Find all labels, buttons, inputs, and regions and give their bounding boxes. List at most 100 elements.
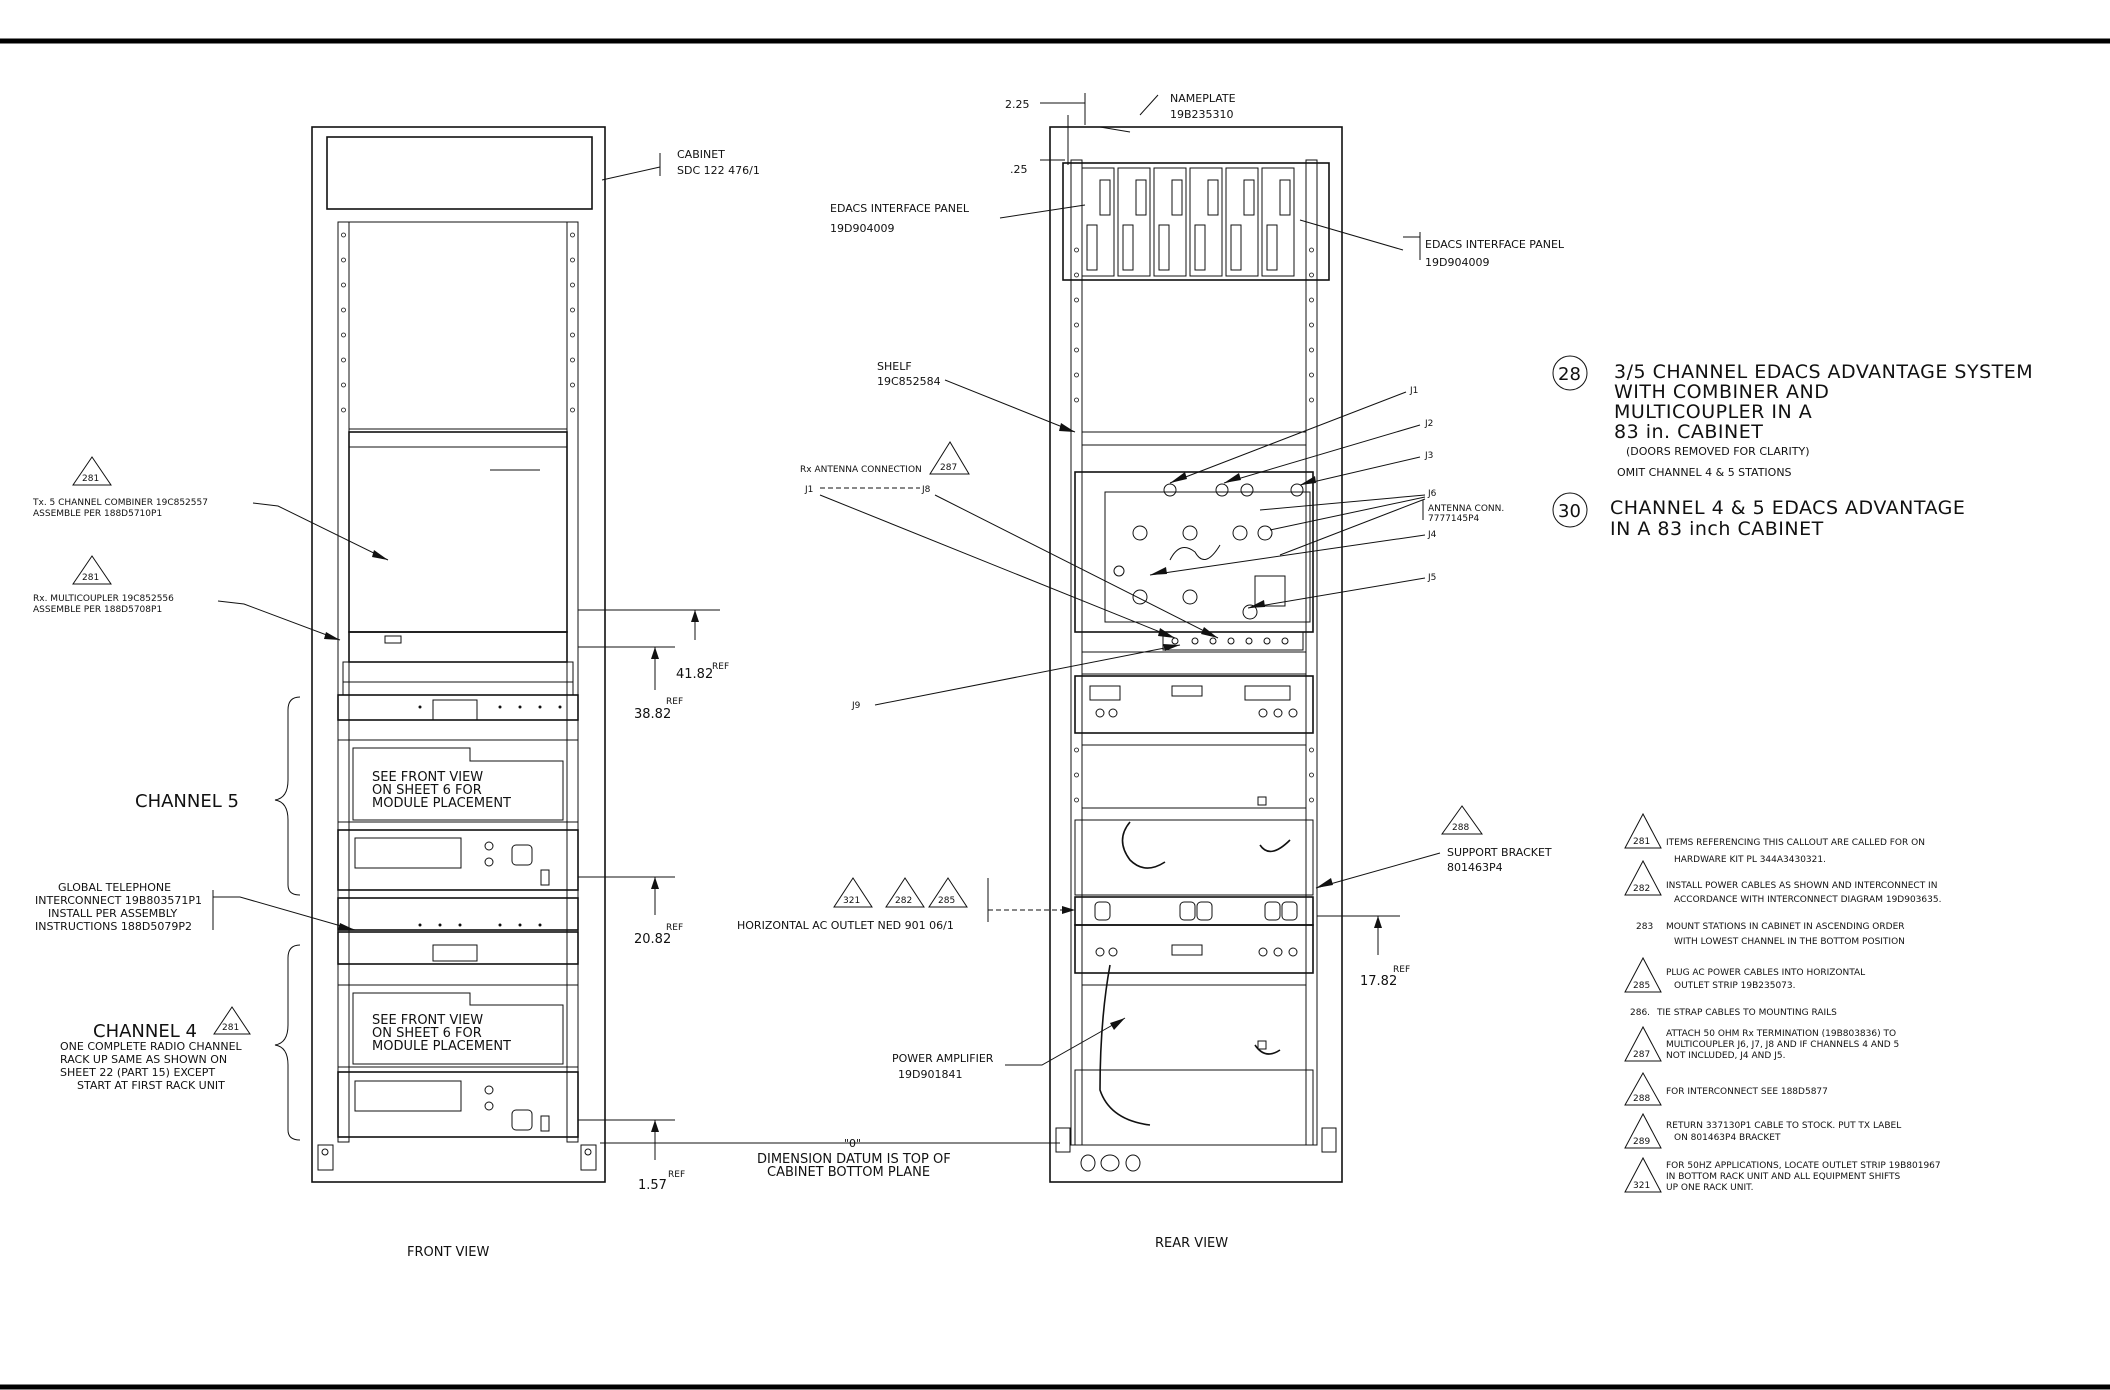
item28-l1: 3/5 CHANNEL EDACS ADVANTAGE SYSTEM: [1614, 361, 2033, 383]
callout-281-text-3: 281: [222, 1023, 239, 1033]
callout-321-text: 321: [843, 896, 860, 906]
item30-l1: CHANNEL 4 & 5 EDACS ADVANTAGE: [1610, 497, 1965, 519]
rear-rail-right: [1305, 159, 1318, 1146]
outlet-label: HORIZONTAL AC OUTLET NED 901 06/1: [737, 919, 954, 932]
note-288-l1: FOR INTERCONNECT SEE 188D5877: [1666, 1087, 1828, 1097]
item28-circle: [1552, 355, 1588, 391]
dim-1782-ref: REF: [1393, 965, 1410, 975]
front-ch4-note-box: [352, 992, 564, 1065]
front-ch5-shelf: [337, 694, 579, 721]
rear-view-title: REAR VIEW: [1155, 1236, 1228, 1251]
callout-287-triangle: [929, 441, 970, 475]
multicoupler-label: Rx. MULTICOUPLER 19C852556: [33, 594, 174, 604]
note-321-l1: FOR 50HZ APPLICATIONS, LOCATE OUTLET STR…: [1666, 1161, 1941, 1171]
note-289-num: 289: [1633, 1137, 1650, 1147]
dim-157: 1.57: [638, 1178, 667, 1193]
shelf-part: 19C852584: [877, 375, 941, 388]
channel5-brace: [274, 696, 301, 896]
front-ch5-lcd: [354, 837, 462, 869]
front-ch5-dots: [418, 705, 562, 709]
rear-antenna-strip: [1162, 631, 1304, 651]
dim-157-ref: REF: [668, 1170, 685, 1180]
dim-25: .25: [1010, 163, 1028, 176]
note-282-l2: ACCORDANCE WITH INTERCONNECT DIAGRAM 19D…: [1674, 895, 1941, 905]
callout-321-triangle: [833, 877, 873, 908]
note-286-num: 286.: [1630, 1008, 1650, 1018]
rear-foot-right: [1321, 1127, 1337, 1153]
notes: 281 ITEMS REFERENCING THIS CALLOUT ARE C…: [1624, 812, 1941, 1193]
note-321-l3: UP ONE RACK UNIT.: [1666, 1183, 1753, 1193]
global-tel-2: INTERCONNECT 19B803571P1: [35, 894, 202, 907]
note-288-num: 288: [1633, 1094, 1650, 1104]
note-287-l3: NOT INCLUDED, J4 AND J5.: [1666, 1051, 1785, 1061]
channel4-label: CHANNEL 4: [93, 1021, 197, 1042]
ch4-note-1: ONE COMPLETE RADIO CHANNEL: [60, 1040, 243, 1053]
note-321-l2: IN BOTTOM RACK UNIT AND ALL EQUIPMENT SH…: [1666, 1172, 1901, 1182]
note-321-num: 321: [1633, 1181, 1650, 1191]
note-287-l1: ATTACH 50 OHM Rx TERMINATION (19B803836)…: [1666, 1029, 1896, 1039]
global-tel-4: INSTRUCTIONS 188D5079P2: [35, 920, 192, 933]
dim-225: 2.25: [1005, 98, 1030, 111]
combiner-assemble: ASSEMBLE PER 188D5710P1: [33, 509, 162, 519]
item28-l5: (DOORS REMOVED FOR CLARITY): [1626, 445, 1810, 458]
front-ch4-shelf: [337, 931, 579, 965]
edacs-left-label: EDACS INTERFACE PANEL: [830, 202, 970, 215]
rear-ch4-unit: [1074, 924, 1314, 974]
item30-num: 30: [1558, 501, 1581, 522]
item28-num: 28: [1558, 364, 1581, 385]
note-283-l2: WITH LOWEST CHANNEL IN THE BOTTOM POSITI…: [1674, 937, 1905, 947]
dim-4182: 41.82: [676, 667, 713, 682]
front-ch5-display: [432, 699, 478, 721]
front-ch4-note-1: SEE FRONT VIEW: [372, 1013, 483, 1028]
combiner-label: Tx. 5 CHANNEL COMBINER 19C852557: [32, 498, 208, 508]
dim-3882: 38.82: [634, 707, 671, 722]
front-view-title: FRONT VIEW: [407, 1245, 489, 1260]
channel4-brace: [274, 944, 301, 1141]
channel5-label: CHANNEL 5: [135, 791, 239, 812]
cabinet-label: CABINET: [677, 148, 725, 161]
front-empty-space: [348, 221, 568, 430]
note-285-l1: PLUG AC POWER CABLES INTO HORIZONTAL: [1666, 968, 1865, 978]
rear-ch5-unit: [1074, 675, 1314, 734]
note-282-num: 282: [1633, 884, 1650, 894]
note-283-num: 283: [1636, 922, 1653, 932]
front-multicoupler-tab: [384, 635, 402, 644]
note-285-num: 285: [1633, 981, 1650, 991]
ch4-note-3: SHEET 22 (PART 15) EXCEPT: [60, 1066, 215, 1079]
rear-shelf: [1074, 471, 1314, 633]
rx-ant-label: Rx ANTENNA CONNECTION: [800, 465, 922, 475]
callout-288-text: 288: [1452, 823, 1469, 833]
callout-287-text: 287: [940, 463, 957, 473]
rear-j1: J1: [1409, 386, 1418, 396]
front-foot-left: [317, 1144, 334, 1171]
callout-281-text-2: 281: [82, 573, 99, 583]
ant-conn-part: 7777145P4: [1428, 514, 1480, 524]
rear-interface-panel: [1062, 162, 1330, 281]
front-cabinet-outline: [311, 126, 606, 1183]
rear-rail-holes: [1074, 247, 1314, 803]
rear-j5: J5: [1427, 573, 1436, 583]
datum-note-1: DIMENSION DATUM IS TOP OF: [757, 1152, 951, 1167]
global-tel-1: GLOBAL TELEPHONE: [58, 881, 171, 894]
nameplate-label: NAMEPLATE: [1170, 92, 1236, 105]
rear-j1-left: J1: [804, 485, 813, 495]
front-combiner: [348, 431, 568, 633]
callout-281-text-1: 281: [82, 474, 99, 484]
note-281-l1: ITEMS REFERENCING THIS CALLOUT ARE CALLE…: [1666, 838, 1925, 848]
rear-pa-ch5: [1074, 819, 1314, 896]
note-281-num: 281: [1633, 837, 1650, 847]
datum-text: "0": [844, 1137, 861, 1150]
note-287-l2: MULTICOUPLER J6, J7, J8 AND IF CHANNELS …: [1666, 1040, 1899, 1050]
global-tel-3: INSTALL PER ASSEMBLY: [48, 907, 177, 920]
rear-rail-left: [1070, 159, 1083, 1146]
ch4-note-4: START AT FIRST RACK UNIT: [77, 1079, 225, 1092]
front-ch4-note-2: ON SHEET 6 FOR: [372, 1026, 482, 1041]
rear-j8: J8: [921, 485, 931, 495]
datum-note-2: CABINET BOTTOM PLANE: [767, 1165, 930, 1180]
callout-282-text: 282: [895, 896, 912, 906]
item28-l4: 83 in. CABINET: [1614, 421, 1763, 443]
item28-l2: WITH COMBINER AND: [1614, 381, 1829, 403]
item30-l2: IN A 83 inch CABINET: [1610, 518, 1824, 540]
edacs-right-part: 19D904009: [1425, 256, 1489, 269]
rear-j3: J3: [1424, 451, 1433, 461]
